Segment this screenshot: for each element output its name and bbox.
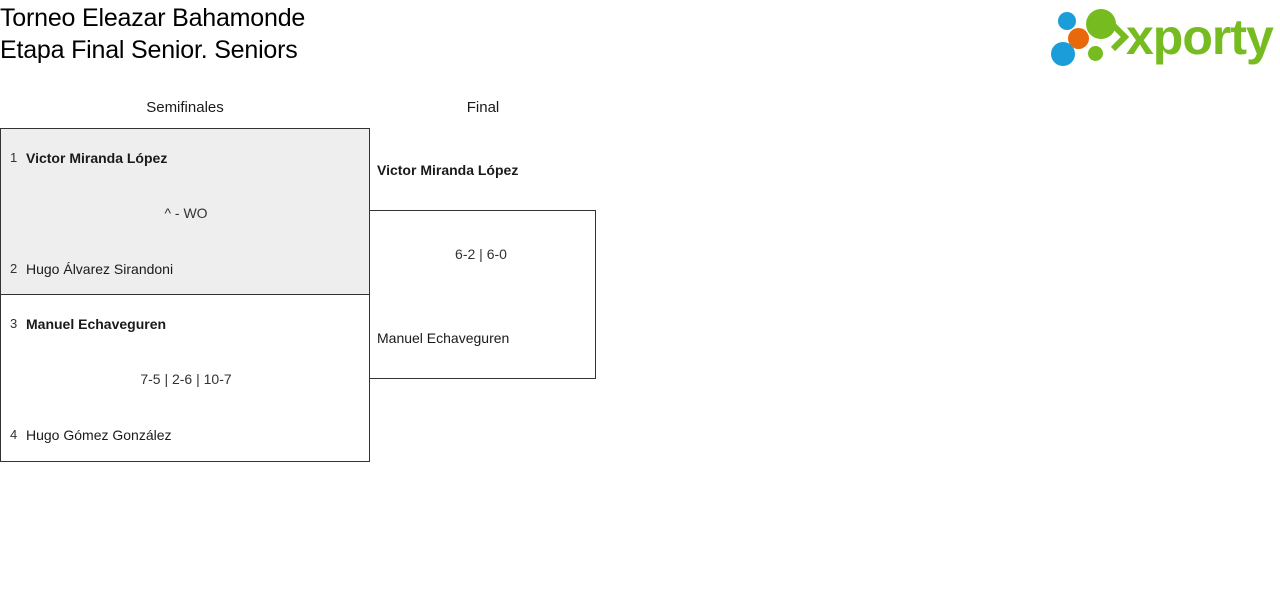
- match-player-bottom[interactable]: 4 Hugo Gómez González: [10, 426, 172, 444]
- match-player-bottom[interactable]: 2 Hugo Álvarez Sirandoni: [10, 260, 173, 278]
- logo-wordmark: xporty: [1126, 9, 1274, 65]
- final-match-score: 6-2 | 6-0: [455, 246, 507, 262]
- player-seed: 3: [10, 316, 18, 331]
- match-score: ^ - WO: [164, 205, 208, 221]
- round-header-semifinals: Semifinales: [146, 99, 224, 116]
- round-header-final: Final: [466, 99, 500, 116]
- page-header: Torneo Eleazar Bahamonde Etapa Final Sen…: [0, 0, 1280, 80]
- dot-green-small-icon: [1088, 46, 1103, 61]
- match-semifinal-1[interactable]: 1 Victor Miranda López ^ - WO 2 Hugo Álv…: [0, 128, 370, 295]
- final-player-top[interactable]: Victor Miranda López: [377, 162, 519, 178]
- player-seed: 4: [10, 427, 18, 442]
- dot-orange-icon: [1068, 28, 1089, 49]
- player-name: Hugo Gómez González: [26, 427, 172, 443]
- player-seed: 2: [10, 261, 18, 276]
- logo-dots-icon: [1048, 8, 1122, 66]
- dot-blue-large-icon: [1051, 42, 1075, 66]
- match-semifinal-2[interactable]: 3 Manuel Echaveguren 7-5 | 2-6 | 10-7 4 …: [0, 295, 370, 462]
- final-player-bottom[interactable]: Manuel Echaveguren: [377, 330, 510, 346]
- player-name: Manuel Echaveguren: [26, 316, 167, 332]
- match-final[interactable]: [370, 210, 596, 379]
- page-title: Torneo Eleazar Bahamonde Etapa Final Sen…: [0, 2, 305, 66]
- player-name: Hugo Álvarez Sirandoni: [26, 261, 174, 277]
- player-name: Victor Miranda López: [26, 150, 168, 166]
- match-score: 7-5 | 2-6 | 10-7: [140, 371, 232, 387]
- page-title-line-1: Torneo Eleazar Bahamonde: [0, 4, 306, 32]
- player-seed: 1: [10, 150, 18, 165]
- dot-green-large-icon: [1086, 9, 1116, 39]
- match-player-top[interactable]: 3 Manuel Echaveguren: [10, 315, 166, 333]
- dot-blue-small-icon: [1058, 12, 1076, 30]
- xporty-logo[interactable]: xporty: [1048, 8, 1276, 68]
- logo-chevron-icon: [1110, 22, 1130, 52]
- match-player-top[interactable]: 1 Victor Miranda López: [10, 149, 167, 167]
- page-title-line-2: Etapa Final Senior. Seniors: [0, 36, 298, 64]
